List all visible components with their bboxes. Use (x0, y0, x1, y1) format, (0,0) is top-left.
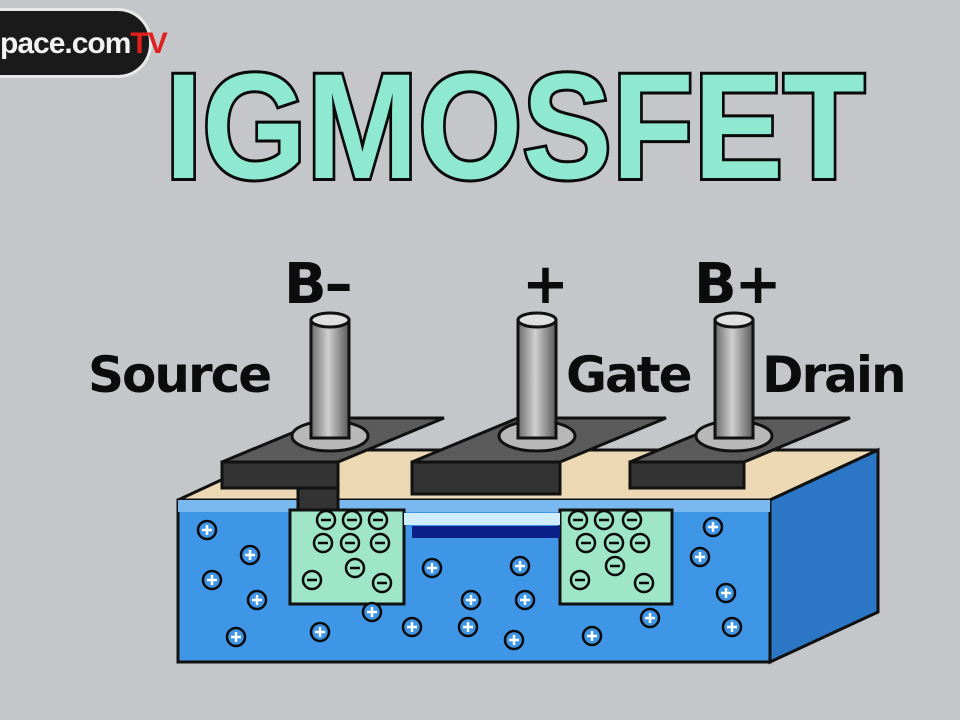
electron-charge (593, 509, 615, 531)
channel-electrons (412, 526, 560, 538)
source-polarity-label: B– (284, 252, 353, 317)
hole-charge (225, 626, 247, 648)
hole-charge (702, 516, 724, 538)
electron-charge (569, 569, 591, 591)
gate-label: Gate (566, 346, 693, 404)
hole-charge (401, 616, 423, 638)
electron-charge (629, 532, 651, 554)
electron-charge (603, 532, 625, 554)
electron-charge (575, 532, 597, 554)
source-label: Source (88, 346, 272, 404)
hole-charge (196, 519, 218, 541)
hole-charge (201, 569, 223, 591)
substrate-side-face (768, 447, 880, 665)
hole-charge (246, 589, 268, 611)
electron-charge (369, 532, 391, 554)
hole-charge (581, 625, 603, 647)
electron-charge (371, 572, 393, 594)
hole-charge (421, 557, 443, 579)
hole-charge (460, 589, 482, 611)
drain-label: Drain (762, 346, 907, 404)
drain-polarity-label: B+ (694, 252, 782, 317)
electron-charge (312, 532, 334, 554)
electron-charge (301, 569, 323, 591)
hole-charge (715, 582, 737, 604)
electron-charge (344, 557, 366, 579)
electron-charge (339, 532, 361, 554)
hole-charge (689, 546, 711, 568)
hole-charge (309, 621, 331, 643)
gate-pin (497, 311, 577, 453)
title-igmosfet: IGMOSFET (165, 42, 865, 210)
electron-charge (621, 509, 643, 531)
electron-charge (604, 555, 626, 577)
drain-contact (628, 416, 851, 490)
logo-text: pace.comTV (0, 27, 168, 61)
logo-tv: TV (130, 27, 167, 60)
electron-charge (567, 509, 589, 531)
electron-charge (341, 509, 363, 531)
logo-name: pace.com (0, 27, 131, 60)
hole-charge (514, 589, 536, 611)
electron-charge (367, 509, 389, 531)
channel-region (404, 513, 560, 525)
hole-charge (721, 616, 743, 638)
charge-carriers (196, 509, 743, 651)
oxide-layer (178, 500, 770, 512)
hole-charge (361, 601, 383, 623)
gate-polarity-label: + (522, 252, 569, 317)
hole-charge (509, 555, 531, 577)
drain-pin (694, 311, 774, 453)
hole-charge (239, 544, 261, 566)
electron-charge (633, 572, 655, 594)
hole-charge (457, 616, 479, 638)
source-pin (290, 311, 370, 453)
hole-charge (503, 629, 525, 651)
channel-logo: pace.comTV (0, 8, 168, 78)
electron-charge (315, 509, 337, 531)
hole-charge (639, 607, 661, 629)
